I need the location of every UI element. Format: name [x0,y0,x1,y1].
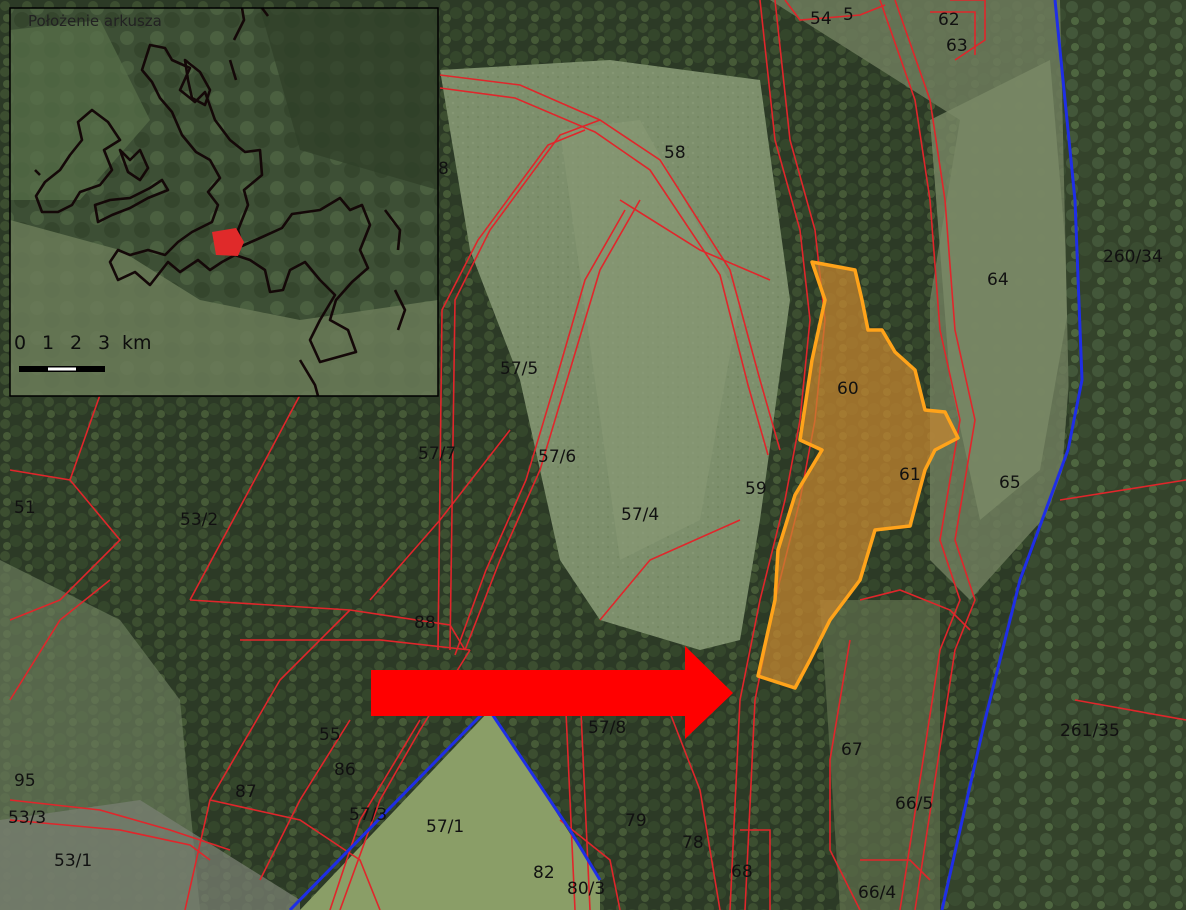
parcel-label: 57/7 [418,444,456,464]
scale-tick-label: 0 [14,332,26,354]
parcel-labels: 54 5 62 63 8 58 260/34 64 57/5 60 57/7 5… [8,5,1163,903]
parcel-label: 57/5 [500,359,538,379]
parcel-label: 64 [987,270,1009,290]
parcel-label: 5 [843,5,854,25]
parcel-label: 59 [745,479,767,499]
parcel-label: 58 [664,143,686,163]
inset-map: Położenie arkusza 0 1 2 3 km [9,7,439,397]
parcel-label: 62 [938,10,960,30]
parcel-label: 88 [414,613,436,633]
admin-boundaries [288,0,1084,910]
parcel-label: 53/2 [180,510,218,530]
parcel-label: 78 [682,833,704,853]
parcel-label: 57/1 [426,817,464,837]
parcel-label: 63 [946,36,968,56]
parcel-label: 67 [841,740,863,760]
parcel-label: 82 [533,863,555,883]
parcel-label: 95 [14,771,36,791]
scale-tick-label: 3 [98,332,110,354]
parcel-label: 79 [625,811,647,831]
parcel-label: 60 [837,379,859,399]
parcel-label: 261/35 [1060,721,1120,741]
parcel-label: 260/34 [1103,247,1163,267]
parcel-label: 66/5 [895,794,933,814]
parcel-label: 57/4 [621,505,659,525]
parcel-label: 8 [438,159,449,179]
parcel-label: 51 [14,498,36,518]
parcel-label: 61 [899,465,921,485]
scale-tick-label: 1 [42,332,54,354]
parcel-label: 54 [810,9,832,29]
parcel-label: 57/6 [538,447,576,467]
parcel-label: 65 [999,473,1021,493]
scale-bar: 0 1 2 3 km [14,332,152,372]
parcel-label: 86 [334,760,356,780]
parcel-label: 53/3 [8,808,46,828]
pointer-arrow [371,646,733,739]
inset-title: Położenie arkusza [28,12,162,30]
study-area-outline [34,7,407,397]
parcel-label: 68 [731,862,753,882]
scale-unit-label: km [122,332,152,354]
parcel-label: 87 [235,782,257,802]
parcel-label: 66/4 [858,883,896,903]
highlighted-parcel[interactable] [756,260,960,690]
parcel-label: 80/3 [567,879,605,899]
scale-tick-label: 2 [70,332,82,354]
parcel-label: 53/1 [54,851,92,871]
parcel-label: 57/3 [349,805,387,825]
parcel-label: 57/8 [588,718,626,738]
parcel-label: 55 [319,725,341,745]
